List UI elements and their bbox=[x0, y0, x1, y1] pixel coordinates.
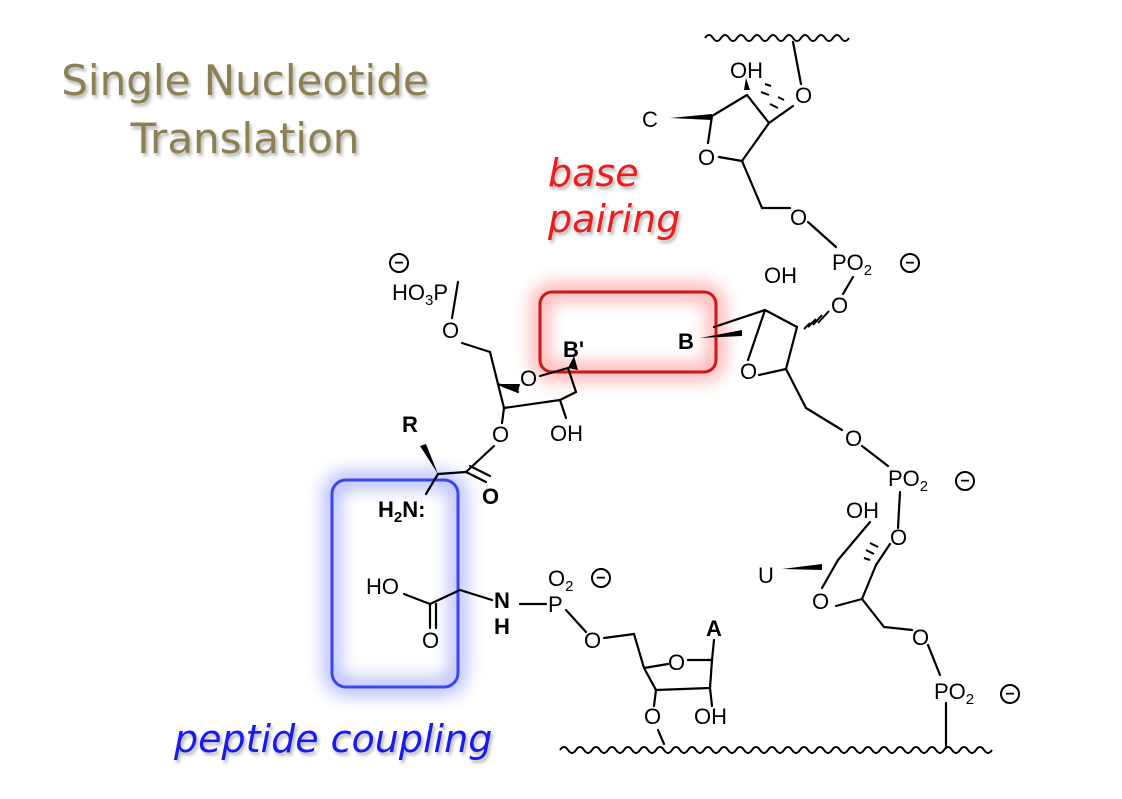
atom-o2-amide: O2 bbox=[548, 566, 573, 595]
atom-ho-acid: HO bbox=[366, 574, 399, 599]
charge-minus-amide: − bbox=[596, 570, 605, 587]
atom-o-mid-chain: O bbox=[845, 426, 862, 451]
atom-o-bottom-ring: O bbox=[668, 650, 685, 675]
hash-bonds bbox=[760, 83, 879, 561]
base-pairing-label: base pairing bbox=[548, 150, 680, 242]
base-pairing-line-2: pairing bbox=[548, 197, 681, 241]
atom-p-amide: P bbox=[548, 592, 563, 617]
atom-a: A bbox=[706, 616, 722, 641]
page-title: Single Nucleotide Translation bbox=[20, 52, 470, 168]
atom-oh-mid: OH bbox=[764, 263, 797, 288]
atom-o-bottom-left: O bbox=[644, 704, 661, 729]
atom-h2n: H2N: bbox=[378, 497, 425, 526]
wedge-bonds bbox=[420, 78, 822, 570]
bottom-wavy-bond bbox=[559, 746, 993, 754]
atom-o-mid-right: O bbox=[831, 293, 848, 318]
atom-o-low-ring: O bbox=[812, 589, 829, 614]
atom-o-top-right: O bbox=[795, 83, 812, 108]
charge-minus-top: − bbox=[905, 255, 914, 272]
atom-r: R bbox=[402, 412, 418, 437]
atom-po2-mid: PO2 bbox=[888, 466, 928, 495]
atom-o-low-right: O bbox=[890, 525, 907, 550]
atom-o-acid: O bbox=[422, 628, 439, 653]
atom-oh-bottom: OH bbox=[694, 704, 727, 729]
bonds bbox=[402, 40, 948, 750]
atom-oh-left: OH bbox=[550, 421, 583, 446]
top-wavy-bond bbox=[704, 34, 850, 42]
atom-ho3p: HO3P bbox=[392, 280, 448, 309]
title-line-2: Translation bbox=[130, 114, 360, 163]
atom-o-ester: O bbox=[492, 422, 509, 447]
base-pairing-box bbox=[538, 290, 718, 374]
peptide-coupling-label: peptide coupling bbox=[174, 717, 493, 761]
atom-n: N bbox=[494, 588, 510, 613]
base-pairing-line-1: base bbox=[548, 151, 639, 195]
peptide-coupling-box bbox=[330, 478, 460, 689]
atom-c: C bbox=[642, 107, 658, 132]
atom-h: H bbox=[494, 614, 510, 639]
atom-o-mid-ring: O bbox=[740, 359, 757, 384]
atom-b: B bbox=[678, 329, 694, 354]
atom-o-low-chain: O bbox=[912, 625, 929, 650]
atom-u: U bbox=[758, 563, 774, 588]
charge-minus-low: − bbox=[1005, 686, 1014, 703]
atom-oh-top: OH bbox=[730, 58, 763, 83]
atom-o-bottom-chain: O bbox=[584, 628, 601, 653]
atom-o-carbonyl: O bbox=[482, 484, 499, 509]
charge-minus-phosphate: − bbox=[394, 255, 403, 272]
atom-o-phosphate-left: O bbox=[442, 318, 459, 343]
atom-po2-low: PO2 bbox=[934, 679, 974, 708]
charge-minus-mid: − bbox=[960, 473, 969, 490]
atom-o-top-chain: O bbox=[790, 205, 807, 230]
atom-oh-low: OH bbox=[846, 498, 879, 523]
atom-o-top-ring: O bbox=[698, 145, 715, 170]
atom-po2-top: PO2 bbox=[832, 250, 872, 279]
atom-o-left-ring: O bbox=[520, 366, 537, 391]
title-line-1: Single Nucleotide bbox=[61, 56, 429, 105]
charges: − − − − − bbox=[389, 253, 1020, 704]
atom-b-prime: B' bbox=[563, 337, 584, 362]
